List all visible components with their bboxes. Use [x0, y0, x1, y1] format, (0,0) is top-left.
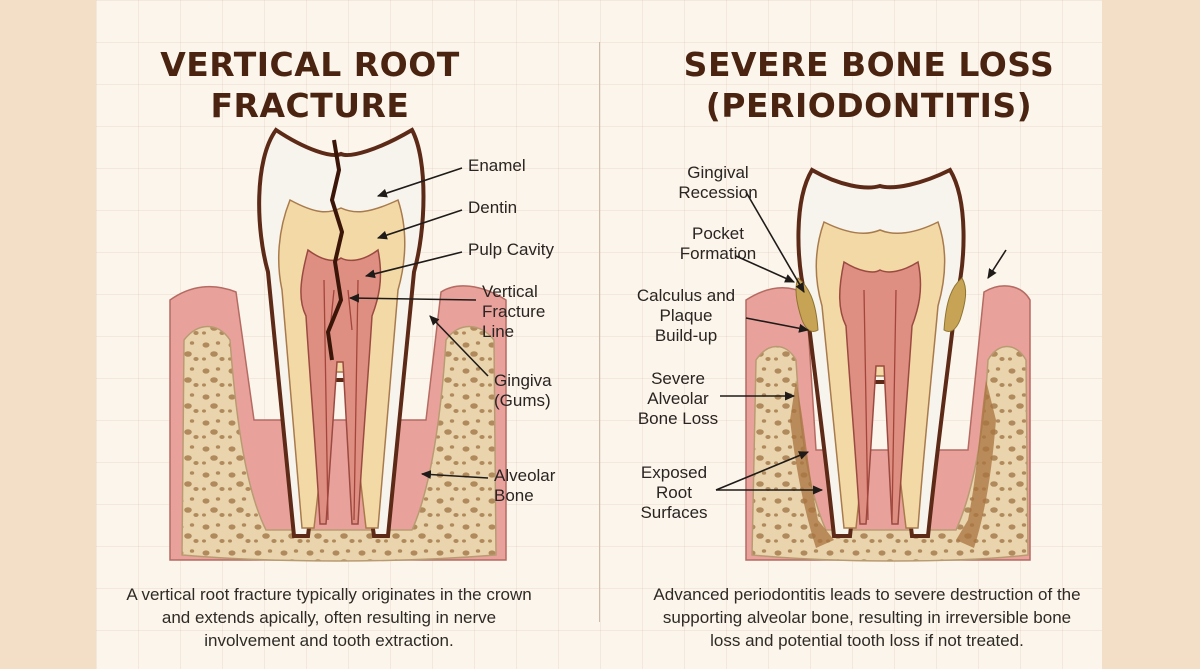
label-alveolar-bone: Alveolar Bone	[494, 466, 556, 505]
left-panel-description: A vertical root fracture typically origi…	[126, 585, 532, 650]
nerve-lines-right	[863, 289, 897, 521]
label-severe-bone-loss: Severe Alveolar Bone Loss	[637, 369, 719, 428]
leader-pocket	[735, 255, 796, 283]
vertical-fracture-left	[326, 139, 344, 361]
leader-recession-right	[987, 249, 1007, 279]
label-gingival-recession: Gingival Recession	[678, 163, 758, 202]
label-gingiva: Gingiva (Gums)	[494, 371, 552, 410]
pulp-left	[300, 248, 382, 525]
right-panel-title: SEVERE BONE LOSS (PERIODONTITIS)	[683, 45, 1055, 125]
pulp-right	[838, 260, 922, 525]
right-leader-lines	[715, 191, 1007, 495]
right-panel-description: Advanced periodontitis leads to severe d…	[653, 585, 1081, 650]
gingiva-tissue-left	[169, 285, 507, 561]
left-leader-lines	[348, 167, 489, 480]
label-vertical-fracture-line: Vertical Fracture Line	[482, 282, 546, 341]
leader-enamel	[376, 167, 463, 198]
left-panel-title: VERTICAL ROOT FRACTURE	[160, 45, 460, 125]
label-dentin: Dentin	[468, 198, 518, 217]
leader-fracture	[348, 293, 477, 303]
leader-alveolar	[420, 470, 489, 480]
calculus-deposit-right	[943, 277, 967, 333]
label-pulp-cavity: Pulp Cavity	[468, 240, 554, 259]
leader-dentin	[376, 209, 463, 240]
alveolar-bone-left	[181, 325, 497, 562]
label-pocket-formation: Pocket Formation	[679, 224, 757, 263]
leader-gingiva	[429, 315, 489, 377]
bone-loss-stains	[790, 380, 996, 548]
infographic-canvas: VERTICAL ROOT FRACTURE SEVERE BONE LOSS …	[96, 0, 1102, 669]
leader-exposed-root-1	[715, 451, 810, 491]
panel-divider	[599, 42, 600, 622]
nerve-lines-left	[323, 279, 359, 521]
label-calculus-plaque: Calculus and Plaque Build-up	[636, 286, 736, 345]
label-exposed-root: Exposed Root Surfaces	[640, 463, 708, 522]
leader-calculus	[745, 317, 810, 333]
label-enamel: Enamel	[468, 156, 526, 175]
left-tooth-illustration	[169, 127, 507, 562]
illustration-layer	[169, 127, 1031, 562]
leader-pulp	[364, 251, 463, 279]
